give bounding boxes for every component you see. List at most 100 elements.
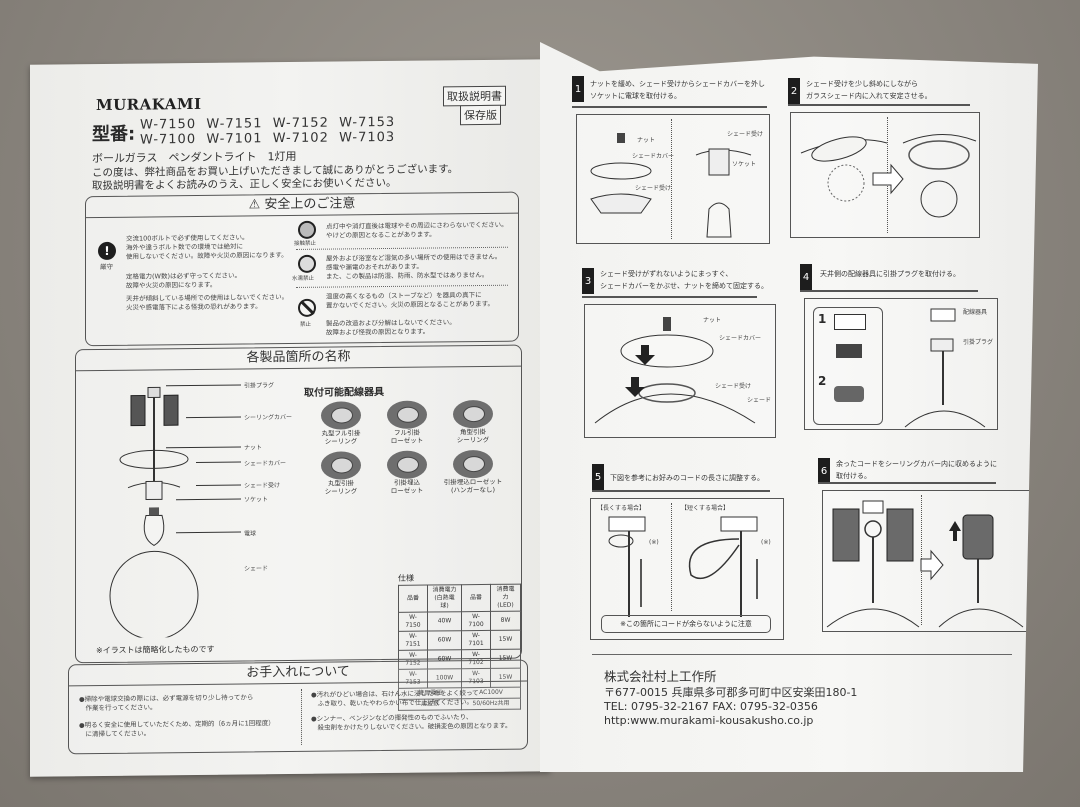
figure-label: シェード受け [715,383,752,390]
step-illustration [594,317,756,424]
step-number: 2 [788,78,800,104]
step-number: 3 [582,268,594,294]
no-water-icon [298,254,316,273]
fixture-item: 引掛埋込 ローゼット [374,450,440,495]
step-underline [788,104,970,106]
header-cell: 品番 [398,585,428,613]
product-subtitle: ボールガラス ペンダントライト 1灯用 [92,149,297,166]
step-illustration [826,500,1024,628]
care-item: ●明るく安全に使用していただくため、定期的（6ヵ月に1回程度） に清掃してくださ… [79,719,275,739]
footer-divider [592,654,1012,656]
step-underline [592,490,770,492]
figure-label: (※) [761,539,771,546]
part-label: シェードカバー [244,460,287,468]
step-underline [818,482,996,484]
step-instruction: 下図を参考にお好みのコードの長さに調整する。 [610,474,764,482]
safety-item: 温度の高くなるもの（ストーブなど）を器具の真下に 置かないでください。火災の原因… [326,290,494,337]
ceiling-fixture-icon [387,400,427,429]
step-figure [822,490,1036,632]
fixture-label: フル引掛 ローゼット [390,428,424,445]
cell: W-7151 [398,631,428,651]
step-instruction: シェード受けを少し斜めにしながら ガラスシェード内に入れて安定させる。 [806,80,932,100]
care-section: お手入れについて ●掃除や電球交換の際には、必ず電源を切り少し待ってから 作業を… [68,659,528,755]
figure-label: ナット [703,317,722,324]
step-illustration [590,133,752,238]
spec-title: 仕様 [398,573,414,583]
figure-label: 配線器具 [963,309,988,316]
step-number: 5 [592,464,604,490]
no-touch-label: 接触禁止 [294,240,317,247]
intro-text: この度は、弊社商品をお買い上げいただきまして誠にありがとうございます。 取扱説明… [92,163,458,193]
step-instruction: シェード受けがずれないようにまっすぐ、 シェードカバーをかぶせ、ナットを締めて固… [600,270,768,290]
cell: W-7150 [398,612,428,632]
figure-label: シェード [747,397,772,404]
model-label: 型番: [92,123,136,146]
step-underline [800,290,978,292]
parts-section: 各製品箇所の名称 引掛プラグ シーリングカバー ナット シェードカバー シェード… [75,344,522,711]
step-instruction: 余ったコードをシーリングカバー内に収めるように 取付ける。 [836,460,997,480]
safety-section: ⚠ 安全上のご注意 ! 厳守 交流100ボルトで必ず使用してください。 海外や違… [85,191,519,347]
cell: 15W [490,630,521,650]
care-item: ●掃除や電球交換の際には、必ず電源を切り少し待ってから 作業を行ってください。 [79,693,254,713]
step-figure [790,112,980,238]
step-figure: 1 2 配線器具 引掛プラグ [804,298,998,430]
header-cell: 品番 [461,584,491,612]
cell: 8W [490,611,521,631]
part-label: ナット [244,444,263,452]
safety-title: ⚠ 安全上のご注意 [86,192,518,219]
figure-label: (※) [649,539,659,546]
safety-item: 交流100ボルトで必ず使用してください。 海外や違うボルト数での環境では絶対に … [126,233,288,261]
figure-label: 引掛プラグ [963,339,994,346]
step-illustration [608,516,758,617]
table-header-row: 品番 消費電力 (白熱電球) 品番 消費電力 (LED) [398,584,521,613]
figure-label: シェードカバー [719,335,762,342]
no-touch-icon [298,220,316,239]
safety-item: 定格電力(W数)は必ず守ってください。 故障や火災の原因になります。 [126,271,241,290]
company-address: 〒677-0015 兵庫県多可郡多可町中区安楽田180-1 [604,686,858,699]
fixture-item: 丸型引掛 シーリング [308,451,374,496]
fixture-item: 丸型フル引掛 シーリング [308,401,374,446]
divider [296,246,508,250]
substep-number: 1 [818,312,827,326]
mandatory-icon: ! [98,241,116,261]
figure-label: 【短くする場合】 [681,505,730,512]
prohibited-icon [298,298,316,317]
part-label: シェード [244,565,269,573]
substep-number: 2 [818,374,827,388]
exploded-diagram [109,386,199,638]
part-label: 電球 [244,530,257,538]
header-cell: 消費電力 (LED) [490,584,521,612]
care-item: ●シンナー、ベンジンなどの揮発性のものでふいたり、 殺虫剤をかけたりしないでくだ… [311,713,512,732]
company-website[interactable]: http:www.murakami-kousakusho.co.jp [604,714,814,727]
header-cell: 消費電力 (白熱電球) [427,584,462,613]
cell: W-7101 [461,630,491,650]
step-number: 1 [572,76,584,102]
fixture-grid: 丸型フル引掛 シーリング フル引掛 ローゼット 角型引掛 シーリング 丸型引掛 … [308,399,508,496]
safety-item: 天井が傾斜している場所での使用はしないでください。 火災や感電落下による怪我の恐… [126,293,289,312]
no-water-label: 水濡禁止 [292,275,315,282]
illustration-note: ※イラストは簡略化したものです [96,644,215,656]
mandatory-label: 厳守 [100,262,113,271]
ceiling-fixture-icon [453,449,493,479]
figure-label: シェード受け [727,131,764,138]
company-name: 株式会社村上工作所 [604,669,717,684]
fixture-item: 角型引掛 シーリング [440,399,506,445]
ceiling-fixture-icon [321,451,361,480]
step-figure: ナット シェードカバー シェード受け シェード受け ソケット [576,114,770,244]
step-illustration [904,308,986,428]
step-figure: ナット シェードカバー シェード受け シェード [584,304,776,438]
cord-warning-note: ※この箇所にコードが余らないように注意 [601,615,771,633]
step-illustration [800,133,977,218]
ceiling-fixture-icon [321,401,361,430]
step-underline [582,296,757,298]
models-row-2: W-7100 W-7101 W-7102 W-7103 [140,129,396,148]
part-label: シーリングカバー [244,413,293,422]
part-label: 引掛プラグ [244,382,275,390]
divider [296,284,508,288]
manual-stamp: 取扱説明書 [443,85,506,107]
step-underline [572,106,767,108]
step-figure: 【長くする場合】 【短くする場合】 (※) (※) ※この箇所にコードが余らない… [590,498,784,640]
brand-logo: MURAKAMI [96,94,202,115]
